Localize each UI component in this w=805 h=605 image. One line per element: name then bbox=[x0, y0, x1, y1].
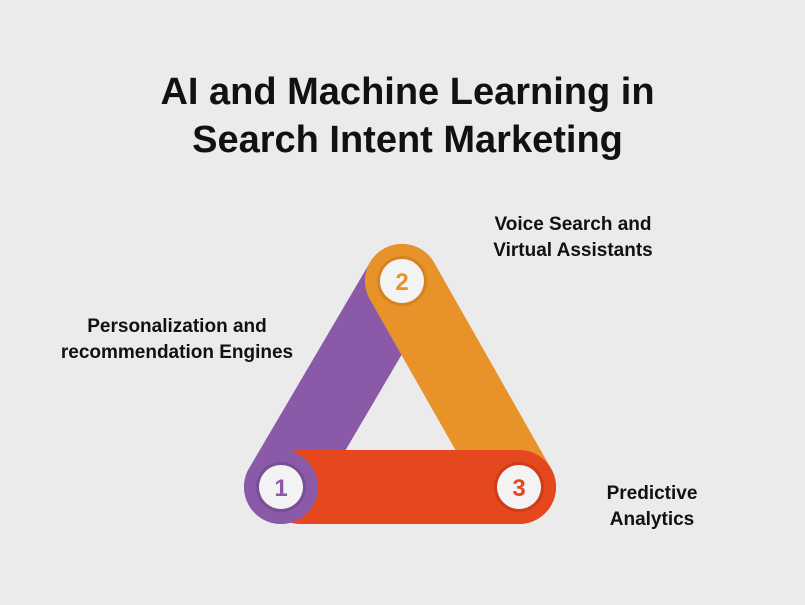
step-1-badge: 1 bbox=[256, 462, 306, 512]
step-1-number: 1 bbox=[274, 475, 287, 502]
step-2-badge: 2 bbox=[377, 256, 427, 306]
step-1-label-line-2: recommendation Engines bbox=[60, 342, 294, 363]
step-2-number: 2 bbox=[395, 269, 408, 296]
step-2-label-line-1: Voice Search and bbox=[494, 214, 652, 235]
title-line-1: AI and Machine Learning in bbox=[160, 71, 655, 113]
step-3-number: 3 bbox=[512, 475, 525, 502]
step-2-label-line-2: Virtual Assistants bbox=[493, 240, 653, 261]
step-3-badge: 3 bbox=[494, 462, 544, 512]
title-line-2: Search Intent Marketing bbox=[192, 119, 623, 161]
step-1-label: Personalization and recommendation Engin… bbox=[18, 314, 336, 366]
step-1-label-line-1: Personalization and bbox=[87, 316, 267, 337]
step-2-label: Voice Search and Virtual Assistants bbox=[462, 212, 684, 264]
page-title: AI and Machine Learning in Search Intent… bbox=[0, 68, 805, 164]
step-3-label-line-2: Analytics bbox=[609, 509, 695, 530]
step-3-label-line-1: Predictive bbox=[606, 483, 698, 504]
step-3-label: Predictive Analytics bbox=[588, 481, 716, 533]
